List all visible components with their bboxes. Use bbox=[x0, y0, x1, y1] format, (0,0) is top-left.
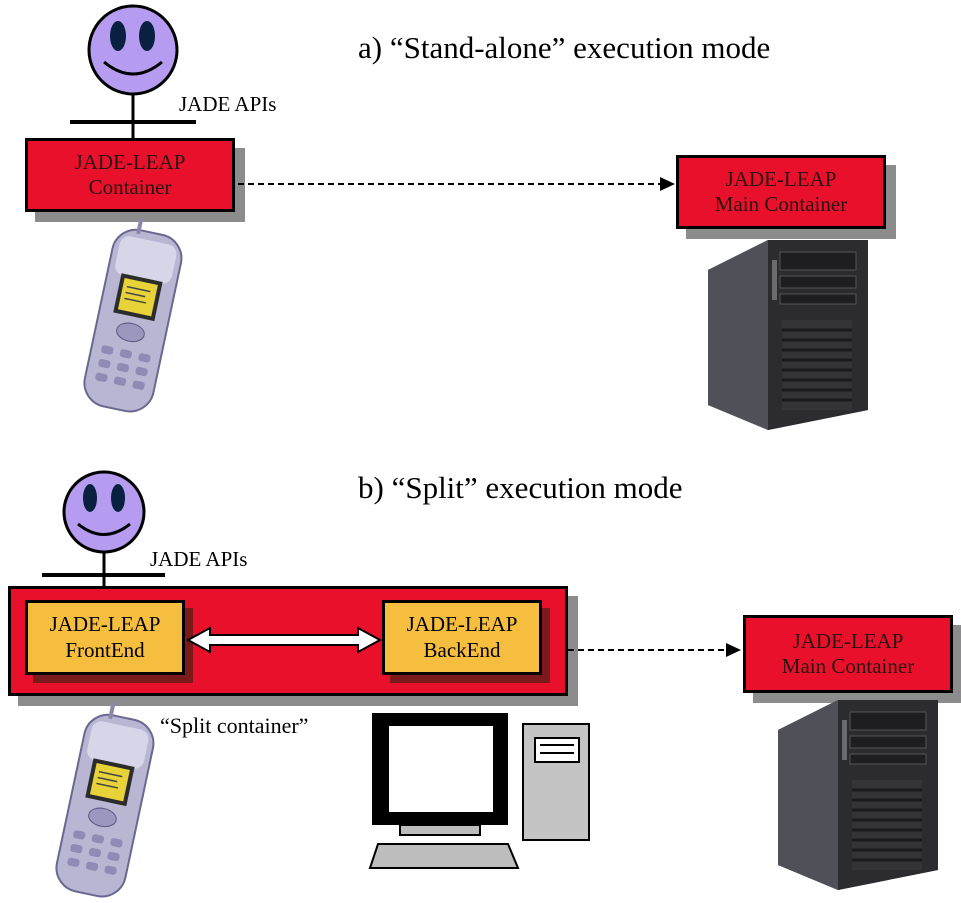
section-a-title: a) “Stand-alone” execution mode bbox=[358, 30, 771, 65]
container-line2: Container bbox=[88, 175, 172, 199]
main-container-a-line2: Main Container bbox=[714, 192, 848, 216]
backend-line1: JADE-LEAP bbox=[406, 612, 518, 637]
jade-leap-frontend: JADE-LEAP FrontEnd bbox=[25, 600, 185, 675]
server-tower-a bbox=[708, 240, 868, 430]
frontend-line2: FrontEnd bbox=[65, 637, 145, 662]
server-tower-b bbox=[778, 700, 938, 890]
jade-leap-main-container-a: JADE-LEAP Main Container bbox=[676, 155, 886, 229]
mobile-phone-a bbox=[83, 217, 183, 413]
smiley-user-b bbox=[42, 470, 165, 590]
jade-apis-label-a: JADE APIs bbox=[179, 92, 277, 116]
main-container-b-line1: JADE-LEAP bbox=[792, 628, 904, 653]
mobile-phone-b bbox=[55, 702, 155, 898]
jade-leap-container: JADE-LEAP Container bbox=[25, 138, 235, 212]
jade-apis-label-b: JADE APIs bbox=[150, 547, 248, 571]
frontend-line1: JADE-LEAP bbox=[49, 612, 161, 637]
container-line1: JADE-LEAP bbox=[74, 149, 186, 174]
split-container-caption: “Split container” bbox=[160, 713, 309, 738]
section-b-title: b) “Split” execution mode bbox=[358, 470, 683, 505]
backend-line2: BackEnd bbox=[423, 637, 501, 662]
main-container-a-line1: JADE-LEAP bbox=[725, 166, 837, 191]
main-container-b-line2: Main Container bbox=[781, 654, 915, 678]
smiley-user-a bbox=[70, 4, 196, 140]
jade-leap-main-container-b: JADE-LEAP Main Container bbox=[743, 615, 953, 693]
desktop-computer bbox=[368, 713, 590, 869]
jade-leap-backend: JADE-LEAP BackEnd bbox=[382, 600, 542, 675]
